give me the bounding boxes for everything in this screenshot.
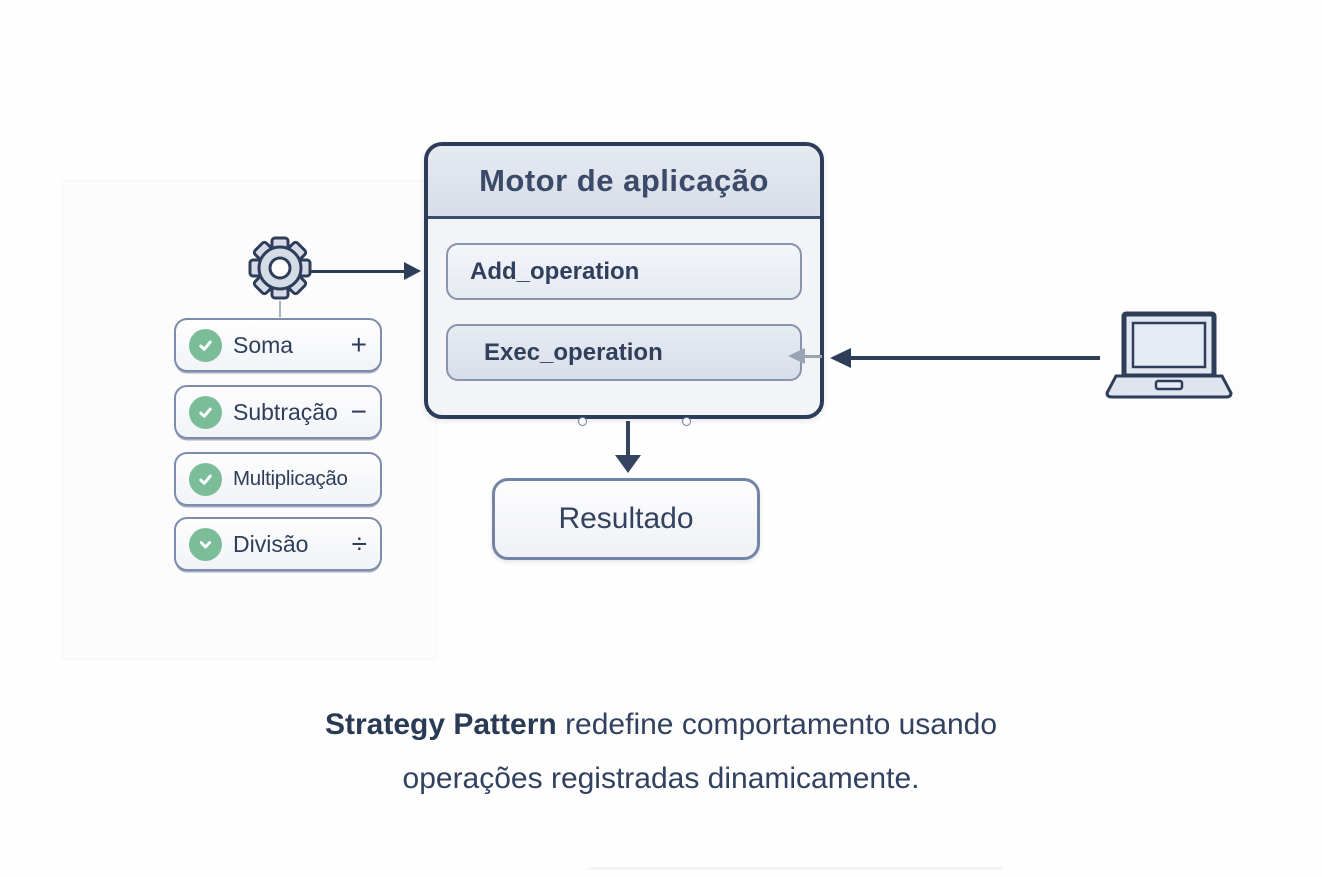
operation-label: Divisão bbox=[233, 530, 309, 557]
arrow-engine-to-result-line bbox=[626, 421, 630, 457]
background-strip bbox=[588, 867, 1003, 870]
caption-line-1: Strategy Pattern redefine comportamento … bbox=[0, 698, 1322, 752]
arrow-laptop-to-engine-line bbox=[850, 356, 1100, 360]
connector-dot-left bbox=[578, 417, 587, 426]
method-exec-operation: Exec_operation bbox=[446, 324, 802, 381]
caption: Strategy Pattern redefine comportamento … bbox=[0, 698, 1322, 806]
method-add-label: Add_operation bbox=[470, 257, 640, 285]
caption-line-2: operações registradas dinamicamente. bbox=[402, 762, 920, 795]
operation-label: Multiplicação bbox=[233, 467, 348, 490]
gear-list-connector bbox=[279, 301, 281, 317]
result-label: Resultado bbox=[558, 502, 694, 535]
check-icon bbox=[189, 395, 222, 429]
application-engine-box: Motor de aplicação Add_operation Exec_op… bbox=[424, 142, 824, 419]
method-exec-label: Exec_operation bbox=[484, 338, 663, 366]
chevron-down-icon bbox=[189, 527, 222, 561]
gear-icon bbox=[248, 236, 312, 300]
operation-label: Soma bbox=[233, 331, 294, 358]
caption-line-1-rest: redefine comportamento usando bbox=[556, 708, 998, 741]
method-add-operation: Add_operation bbox=[446, 243, 802, 300]
operation-symbol: ÷ bbox=[351, 528, 367, 559]
caption-bold: Strategy Pattern bbox=[324, 708, 557, 741]
arrow-laptop-to-engine-head bbox=[830, 348, 851, 368]
engine-title: Motor de aplicação bbox=[428, 146, 820, 219]
check-icon bbox=[189, 462, 222, 496]
exec-inner-arrow-stub bbox=[803, 355, 822, 358]
operation-label: Subtração bbox=[233, 398, 338, 425]
check-icon bbox=[189, 328, 222, 362]
exec-inner-arrowhead-icon bbox=[788, 348, 805, 364]
result-box: Resultado bbox=[492, 478, 760, 560]
operation-row-soma: Soma + bbox=[174, 318, 382, 372]
connector-dot-right bbox=[682, 417, 691, 426]
operation-row-subtracao: Subtração − bbox=[174, 385, 382, 439]
operation-symbol: − bbox=[350, 396, 367, 427]
operation-row-divisao: Divisão ÷ bbox=[174, 517, 382, 571]
laptop-icon bbox=[1100, 308, 1240, 404]
arrow-gear-to-engine-head bbox=[404, 262, 421, 280]
operation-row-multiplicacao: Multiplicação bbox=[174, 452, 382, 506]
arrow-gear-to-engine-line bbox=[311, 270, 406, 273]
arrow-engine-to-result-head bbox=[615, 455, 641, 473]
operation-symbol: + bbox=[350, 329, 367, 360]
